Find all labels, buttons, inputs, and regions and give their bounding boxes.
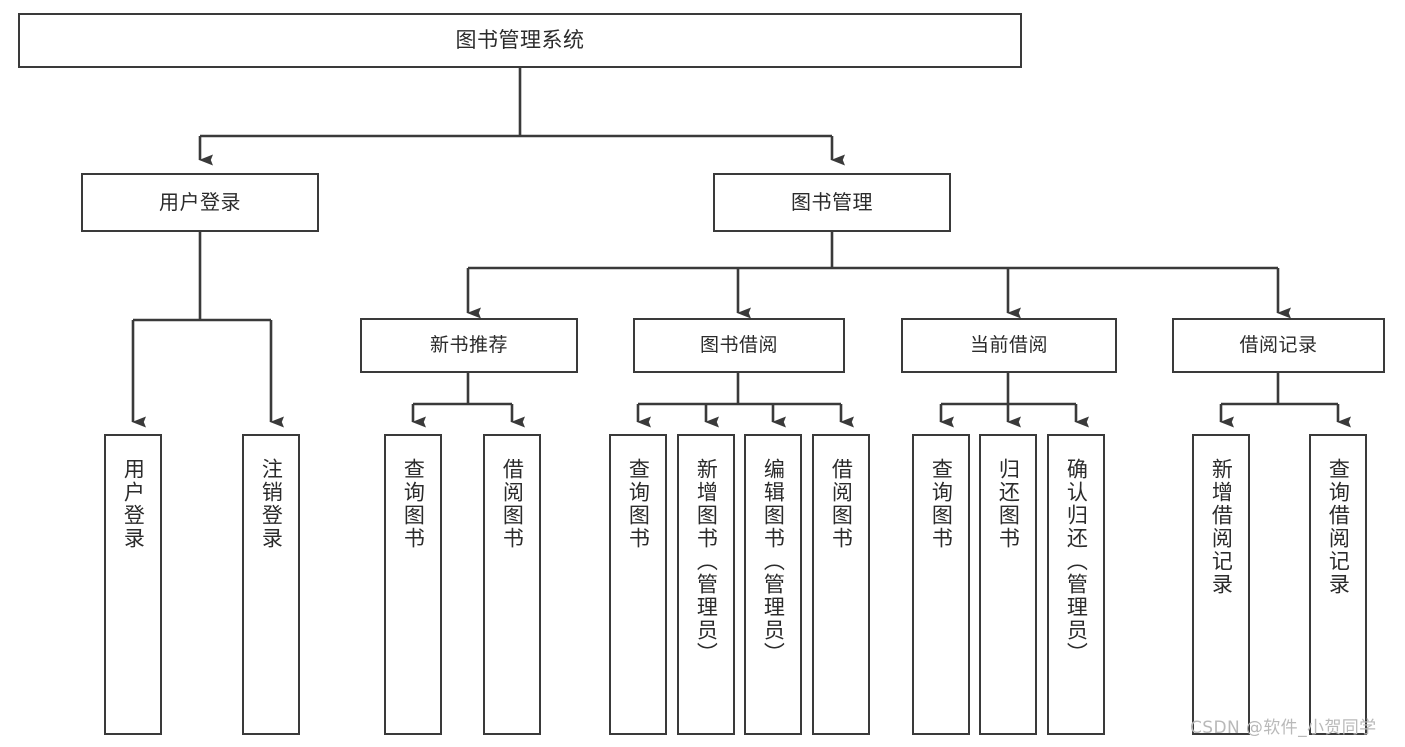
node-leaf-return-book[interactable]: 归还图书 (979, 434, 1037, 735)
node-leaf-borrow-book-1-label: 借阅图书 (500, 458, 525, 550)
node-user-login-label: 用户登录 (159, 190, 241, 215)
node-user-login[interactable]: 用户登录 (81, 173, 319, 232)
node-leaf-user-login[interactable]: 用户登录 (104, 434, 162, 735)
node-leaf-query-book-2-label: 查询图书 (626, 458, 651, 550)
node-leaf-edit-book-label: 编辑图书（管理员） (761, 458, 786, 665)
node-leaf-add-book[interactable]: 新增图书（管理员） (677, 434, 735, 735)
node-leaf-confirm-return[interactable]: 确认归还（管理员） (1047, 434, 1105, 735)
node-leaf-borrow-book-2[interactable]: 借阅图书 (812, 434, 870, 735)
node-leaf-add-record[interactable]: 新增借阅记录 (1192, 434, 1250, 735)
node-book-management[interactable]: 图书管理 (713, 173, 951, 232)
node-book-borrow[interactable]: 图书借阅 (633, 318, 845, 373)
node-leaf-logout-label: 注销登录 (259, 458, 284, 550)
node-leaf-query-book-1-label: 查询图书 (401, 458, 426, 550)
node-book-borrow-label: 图书借阅 (699, 333, 778, 356)
node-root[interactable]: 图书管理系统 (18, 13, 1022, 68)
node-leaf-confirm-return-label: 确认归还（管理员） (1064, 458, 1089, 665)
node-current-borrow-label: 当前借阅 (969, 333, 1048, 356)
node-leaf-add-book-label: 新增图书（管理员） (694, 458, 719, 665)
node-leaf-return-book-label: 归还图书 (996, 458, 1021, 550)
node-new-book-recommend-label: 新书推荐 (429, 333, 508, 356)
node-leaf-borrow-book-1[interactable]: 借阅图书 (483, 434, 541, 735)
node-leaf-add-record-label: 新增借阅记录 (1209, 458, 1234, 596)
node-new-book-recommend[interactable]: 新书推荐 (360, 318, 578, 373)
node-current-borrow[interactable]: 当前借阅 (901, 318, 1117, 373)
node-leaf-query-book-1[interactable]: 查询图书 (384, 434, 442, 735)
node-leaf-query-book-3-label: 查询图书 (929, 458, 954, 550)
node-root-label: 图书管理系统 (455, 27, 585, 52)
node-leaf-query-record[interactable]: 查询借阅记录 (1309, 434, 1367, 735)
node-borrow-record[interactable]: 借阅记录 (1172, 318, 1385, 373)
node-book-management-label: 图书管理 (791, 190, 873, 215)
node-leaf-borrow-book-2-label: 借阅图书 (829, 458, 854, 550)
node-borrow-record-label: 借阅记录 (1239, 333, 1318, 356)
node-leaf-user-login-label: 用户登录 (121, 458, 146, 550)
node-leaf-edit-book[interactable]: 编辑图书（管理员） (744, 434, 802, 735)
node-leaf-logout[interactable]: 注销登录 (242, 434, 300, 735)
csdn-watermark: CSDN @软件_小贺同学 (1190, 718, 1377, 738)
node-leaf-query-book-3[interactable]: 查询图书 (912, 434, 970, 735)
node-leaf-query-book-2[interactable]: 查询图书 (609, 434, 667, 735)
node-leaf-query-record-label: 查询借阅记录 (1326, 458, 1351, 596)
